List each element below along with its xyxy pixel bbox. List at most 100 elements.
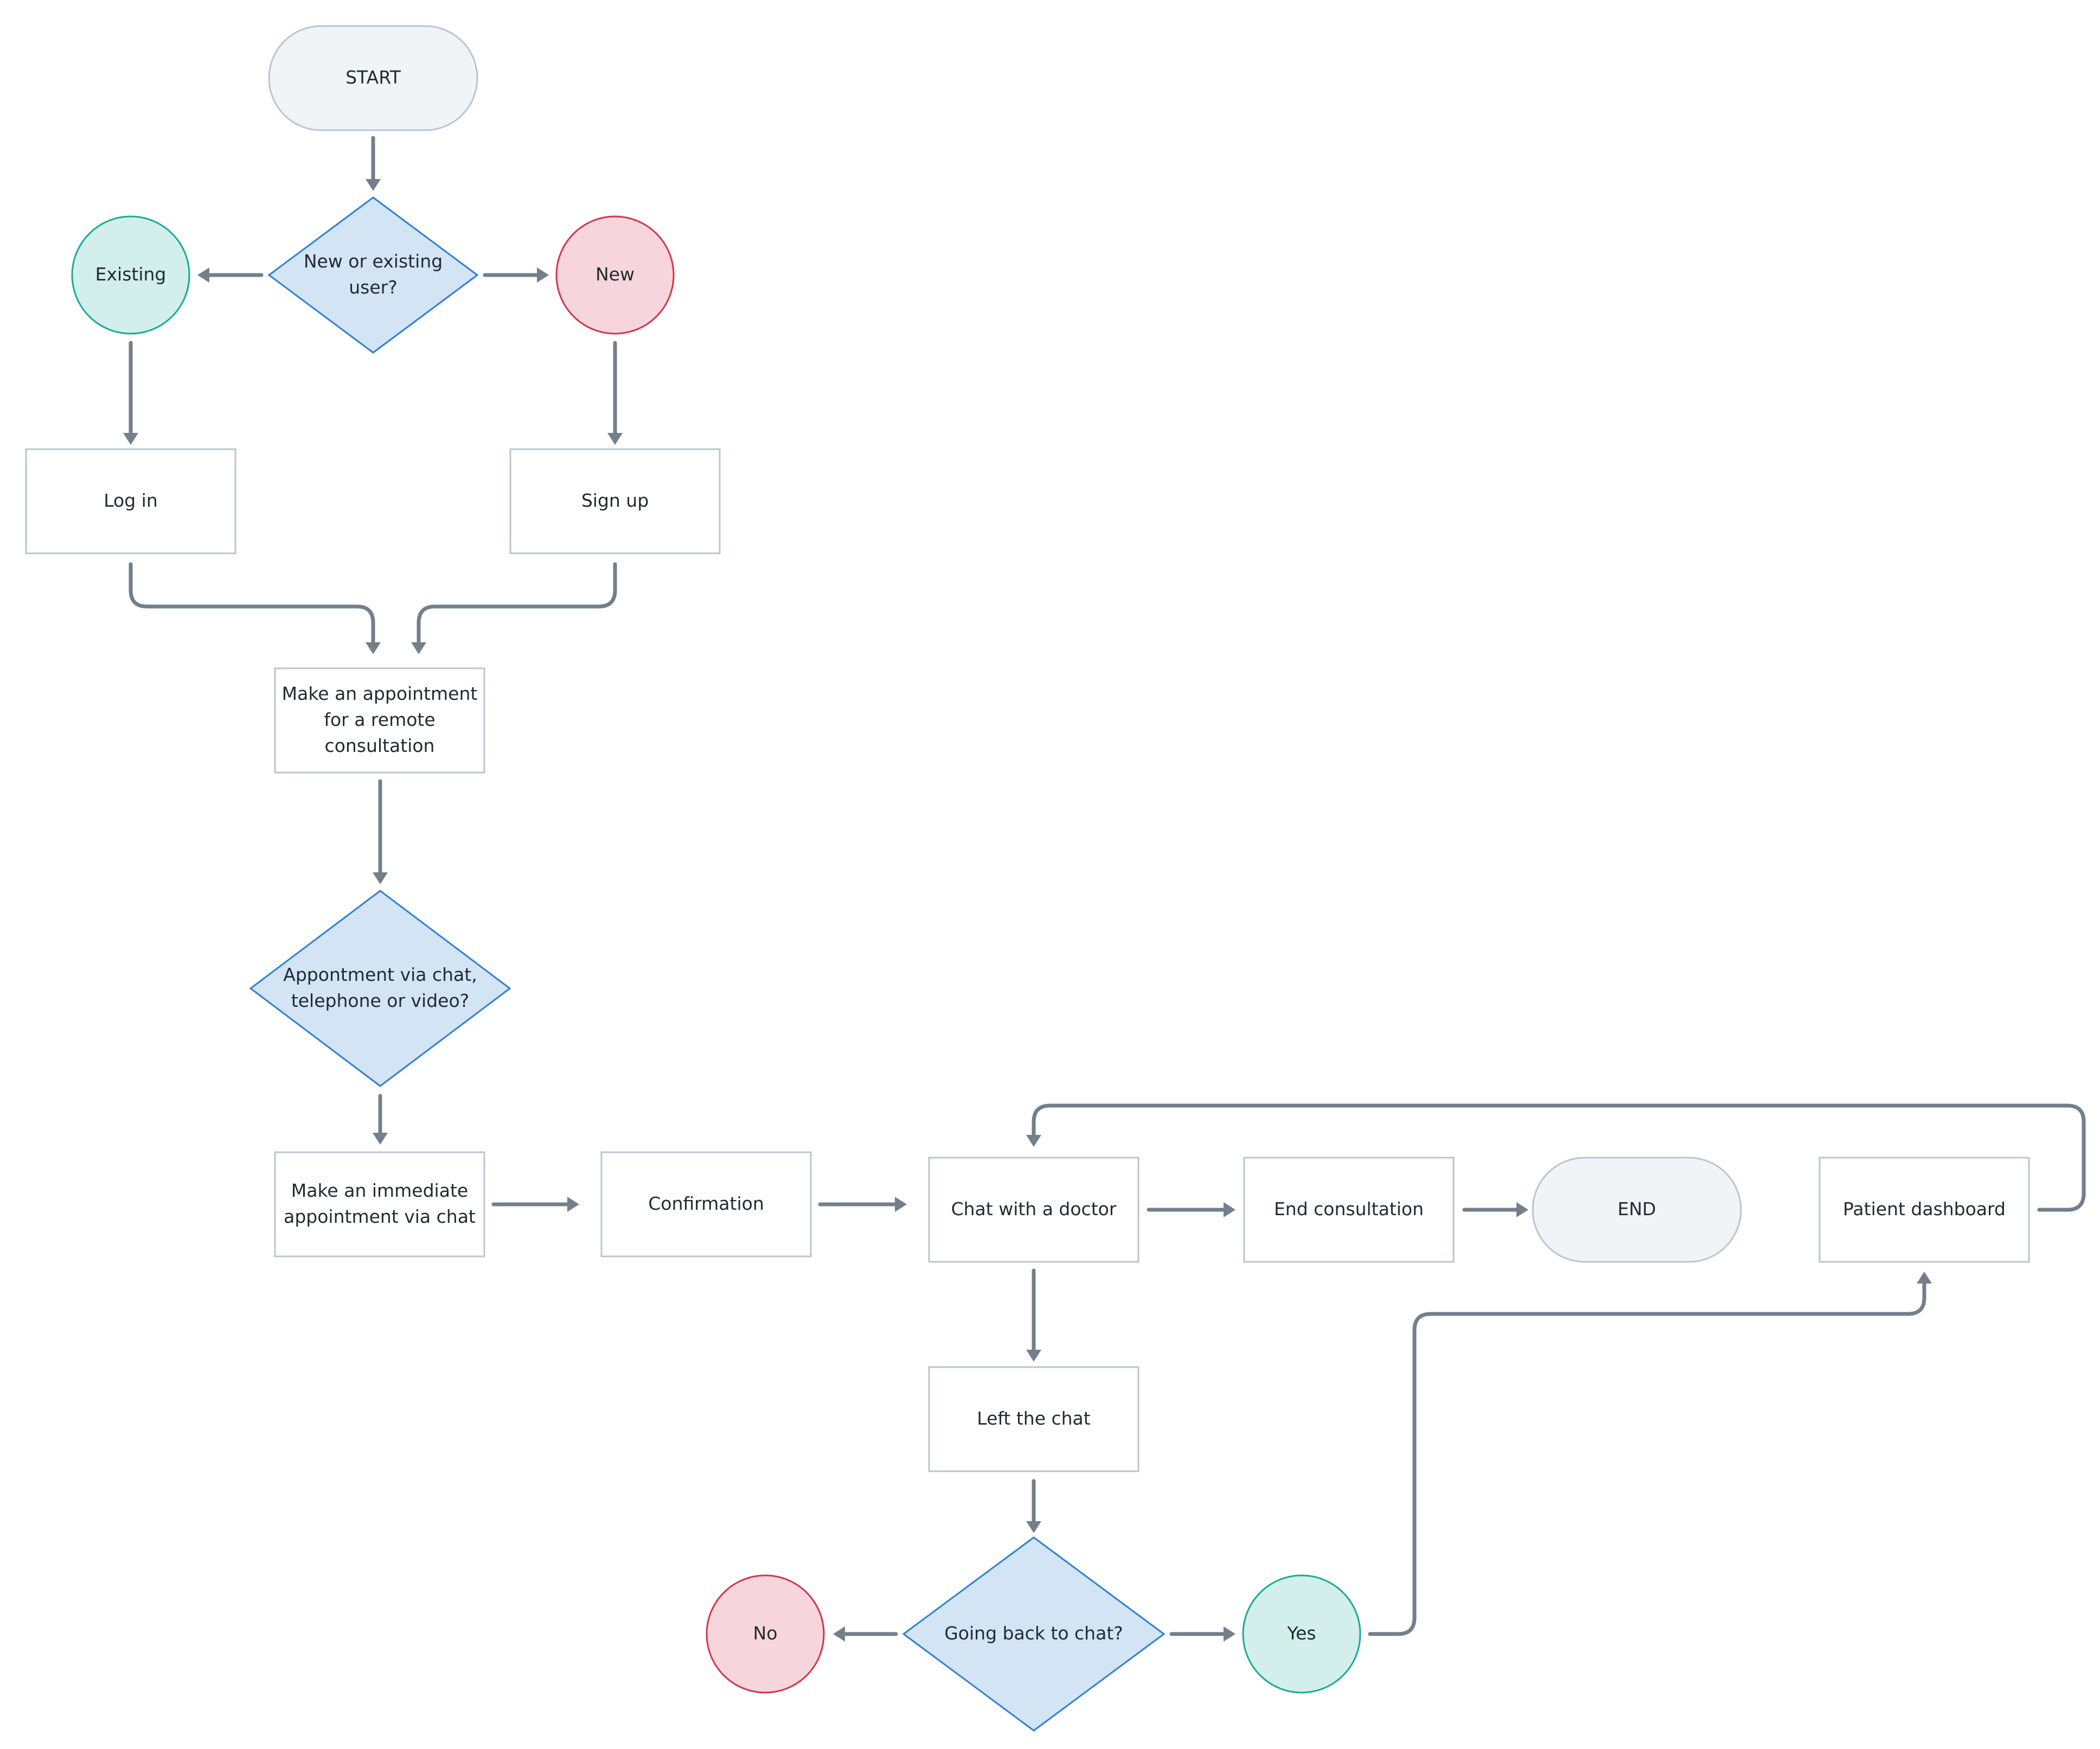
end-consultation-step[interactable]: End consultation	[1243, 1157, 1455, 1263]
chat-with-doctor-label: Chat with a doctor	[951, 1198, 1117, 1220]
sign-up-shape	[509, 448, 721, 554]
sign-up-step[interactable]: Sign up	[509, 448, 721, 554]
new-user-node[interactable]: New	[555, 215, 675, 335]
end-terminal[interactable]: END	[1532, 1157, 1742, 1263]
start-terminal-shape	[268, 25, 478, 131]
arrowhead-left-chat	[1026, 1350, 1041, 1362]
connector-log-in-to-appointment	[129, 562, 375, 646]
no-answer-node[interactable]: No	[706, 1574, 825, 1694]
going-back-decision[interactable]: Going back to chat?	[902, 1536, 1166, 1732]
arrowhead-dashboard	[1917, 1272, 1932, 1284]
start-terminal-label: START	[345, 67, 401, 88]
immediate-chat-step[interactable]: Make an immediate appointment via chat	[274, 1151, 485, 1258]
arrowhead-confirmation	[567, 1197, 579, 1212]
connector-yes-to-dashboard	[1368, 1280, 1926, 1636]
no-answer-label: No	[753, 1623, 778, 1644]
label-line: Sign up	[581, 490, 649, 511]
arrowhead-end-consultation	[1224, 1202, 1235, 1217]
left-chat-shape	[928, 1366, 1139, 1472]
immediate-chat-label: Make an immediate appointment via chat	[284, 1180, 476, 1227]
label-line: Left the chat	[977, 1408, 1091, 1429]
nodes: START New or existing user? Existing New …	[25, 25, 2030, 1732]
arrowhead-chat-doctor-top	[1026, 1135, 1041, 1147]
patient-dashboard-step[interactable]: Patient dashboard	[1819, 1157, 2030, 1263]
label-line: user?	[349, 277, 398, 298]
existing-user-node[interactable]: Existing	[71, 215, 190, 335]
label-line: Make an immediate	[291, 1180, 468, 1201]
label-line: START	[345, 67, 401, 88]
appointment-method-decision[interactable]: Appontment via chat, telephone or video?	[249, 890, 511, 1087]
connector-sign-up-to-appointment	[417, 562, 617, 646]
end-terminal-label: END	[1618, 1198, 1656, 1220]
label-line: END	[1618, 1198, 1656, 1220]
arrowhead-back-decision	[1026, 1521, 1041, 1533]
label-line: Log in	[104, 490, 158, 511]
new-user-label: New	[596, 264, 635, 285]
left-chat-label: Left the chat	[977, 1408, 1091, 1429]
arrowhead-appointment-right	[411, 642, 426, 654]
arrowhead-yes	[1224, 1626, 1235, 1642]
label-line: No	[753, 1623, 778, 1644]
existing-user-label: Existing	[95, 264, 167, 285]
sign-up-label: Sign up	[581, 490, 649, 511]
arrowhead-existing	[197, 267, 209, 283]
end-consultation-label: End consultation	[1274, 1198, 1424, 1220]
make-appointment-label: Make an appointment for a remote consultat…	[282, 683, 478, 756]
arrowhead-new	[537, 267, 549, 283]
confirmation-label: Confirmation	[648, 1193, 764, 1214]
label-line: Patient dashboard	[1843, 1198, 2006, 1220]
patient-dashboard-shape	[1819, 1157, 2030, 1263]
label-line: New	[596, 264, 635, 285]
label-line: for a remote	[324, 709, 435, 730]
user-type-decision[interactable]: New or existing user?	[267, 196, 479, 354]
going-back-decision-shape	[902, 1536, 1166, 1732]
user-type-decision-shape	[267, 196, 479, 354]
label-line: Existing	[95, 264, 167, 285]
label-line: Yes	[1286, 1623, 1316, 1644]
immediate-chat-shape	[274, 1151, 485, 1258]
label-line: Going back to chat?	[944, 1623, 1123, 1644]
patient-dashboard-label: Patient dashboard	[1843, 1198, 2006, 1220]
connector-dashboard-to-chat	[1032, 1103, 2086, 1212]
arrowhead-immediate	[373, 1133, 388, 1145]
make-appointment-step[interactable]: Make an appointment for a remote consultat…	[274, 667, 485, 774]
label-line: appointment via chat	[284, 1206, 476, 1227]
label-line: New or existing	[304, 251, 443, 272]
user-type-decision-label: New or existing user?	[304, 251, 443, 298]
label-line: Appontment via chat,	[283, 964, 477, 985]
arrowhead-chat-doctor	[895, 1197, 907, 1212]
log-in-shape	[25, 448, 236, 554]
arrowhead-sign-up	[607, 433, 623, 445]
log-in-label: Log in	[104, 490, 158, 511]
chat-with-doctor-shape	[928, 1157, 1139, 1263]
connectors	[123, 136, 2086, 1642]
end-consultation-shape	[1243, 1157, 1455, 1263]
yes-answer-node[interactable]: Yes	[1242, 1574, 1361, 1694]
yes-answer-shape	[1242, 1574, 1361, 1694]
left-chat-step[interactable]: Left the chat	[928, 1366, 1139, 1472]
label-line: consultation	[325, 735, 435, 756]
appointment-method-decision-label: Appontment via chat, telephone or video?	[283, 964, 477, 1011]
chat-with-doctor-step[interactable]: Chat with a doctor	[928, 1157, 1139, 1263]
going-back-decision-label: Going back to chat?	[944, 1623, 1123, 1644]
yes-answer-label: Yes	[1286, 1623, 1316, 1644]
confirmation-shape	[600, 1151, 812, 1258]
label-line: Make an appointment	[282, 683, 478, 704]
arrowhead-method-decision	[373, 872, 388, 884]
make-appointment-shape	[274, 667, 485, 774]
start-terminal[interactable]: START	[268, 25, 478, 131]
label-line: Chat with a doctor	[951, 1198, 1117, 1220]
arrowhead-appointment-left	[366, 642, 381, 654]
arrowhead-user-decision	[366, 179, 381, 191]
label-line: Confirmation	[648, 1193, 764, 1214]
log-in-step[interactable]: Log in	[25, 448, 236, 554]
confirmation-step[interactable]: Confirmation	[600, 1151, 812, 1258]
no-answer-shape	[706, 1574, 825, 1694]
arrowhead-log-in	[123, 433, 138, 445]
label-line: End consultation	[1274, 1198, 1424, 1220]
end-terminal-shape	[1532, 1157, 1742, 1263]
label-line: telephone or video?	[291, 990, 469, 1011]
arrowhead-end	[1516, 1202, 1528, 1217]
